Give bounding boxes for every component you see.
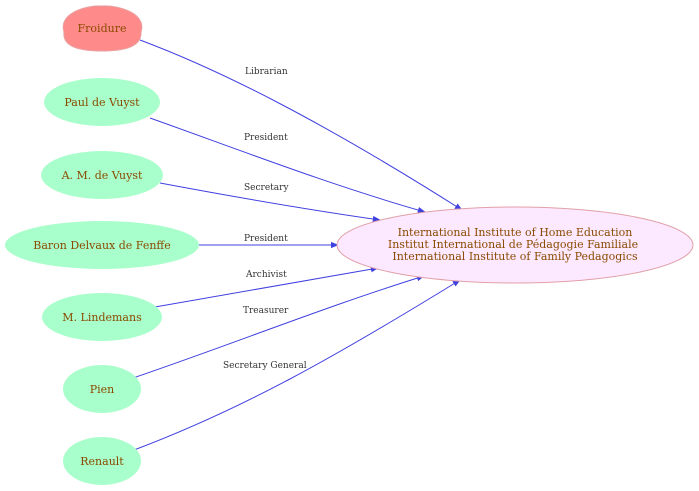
person-name-pien: Pien bbox=[90, 383, 115, 396]
person-node-baron-delvaux[interactable]: Baron Delvaux de Fenffe bbox=[5, 221, 199, 269]
person-name-renault: Renault bbox=[80, 455, 124, 468]
edge-label-am-de-vuyst: Secretary bbox=[244, 183, 289, 193]
person-node-lindemans[interactable]: M. Lindemans bbox=[42, 293, 162, 341]
edge-label-lindemans: Archivist bbox=[245, 270, 287, 280]
org-name-line-1: International Institute of Home Educatio… bbox=[398, 226, 633, 239]
edge-lindemans bbox=[154, 266, 379, 308]
edges: Librarian President Secretary President … bbox=[132, 39, 463, 451]
person-name-baron-delvaux: Baron Delvaux de Fenffe bbox=[33, 239, 171, 252]
edge-renault bbox=[133, 279, 461, 451]
edge-label-renault: Secretary General bbox=[223, 361, 307, 371]
edge-label-baron-delvaux: President bbox=[244, 234, 288, 244]
person-node-paul-de-vuyst[interactable]: Paul de Vuyst bbox=[44, 78, 160, 126]
edge-am-de-vuyst bbox=[159, 182, 381, 223]
edge-froidure bbox=[139, 39, 463, 211]
person-node-froidure[interactable]: Froidure bbox=[62, 5, 143, 52]
edge-label-froidure: Librarian bbox=[245, 67, 288, 77]
organization-node[interactable]: International Institute of Home Educatio… bbox=[336, 206, 694, 284]
person-name-paul-de-vuyst: Paul de Vuyst bbox=[64, 96, 140, 109]
edge-pien bbox=[132, 275, 425, 379]
edge-label-paul-de-vuyst: President bbox=[244, 133, 288, 143]
org-name-line-3: International Institute of Family Pedago… bbox=[392, 250, 638, 263]
person-node-renault[interactable]: Renault bbox=[63, 437, 141, 485]
person-name-am-de-vuyst: A. M. de Vuyst bbox=[61, 169, 143, 182]
person-name-lindemans: M. Lindemans bbox=[62, 311, 142, 324]
org-name-line-2: Institut International de Pédagogie Fami… bbox=[388, 238, 638, 251]
person-name-froidure: Froidure bbox=[78, 22, 127, 35]
edge-label-pien: Treasurer bbox=[243, 306, 289, 316]
person-node-pien[interactable]: Pien bbox=[63, 365, 141, 413]
edge-paul-de-vuyst bbox=[149, 117, 426, 214]
person-node-am-de-vuyst[interactable]: A. M. de Vuyst bbox=[41, 151, 163, 199]
